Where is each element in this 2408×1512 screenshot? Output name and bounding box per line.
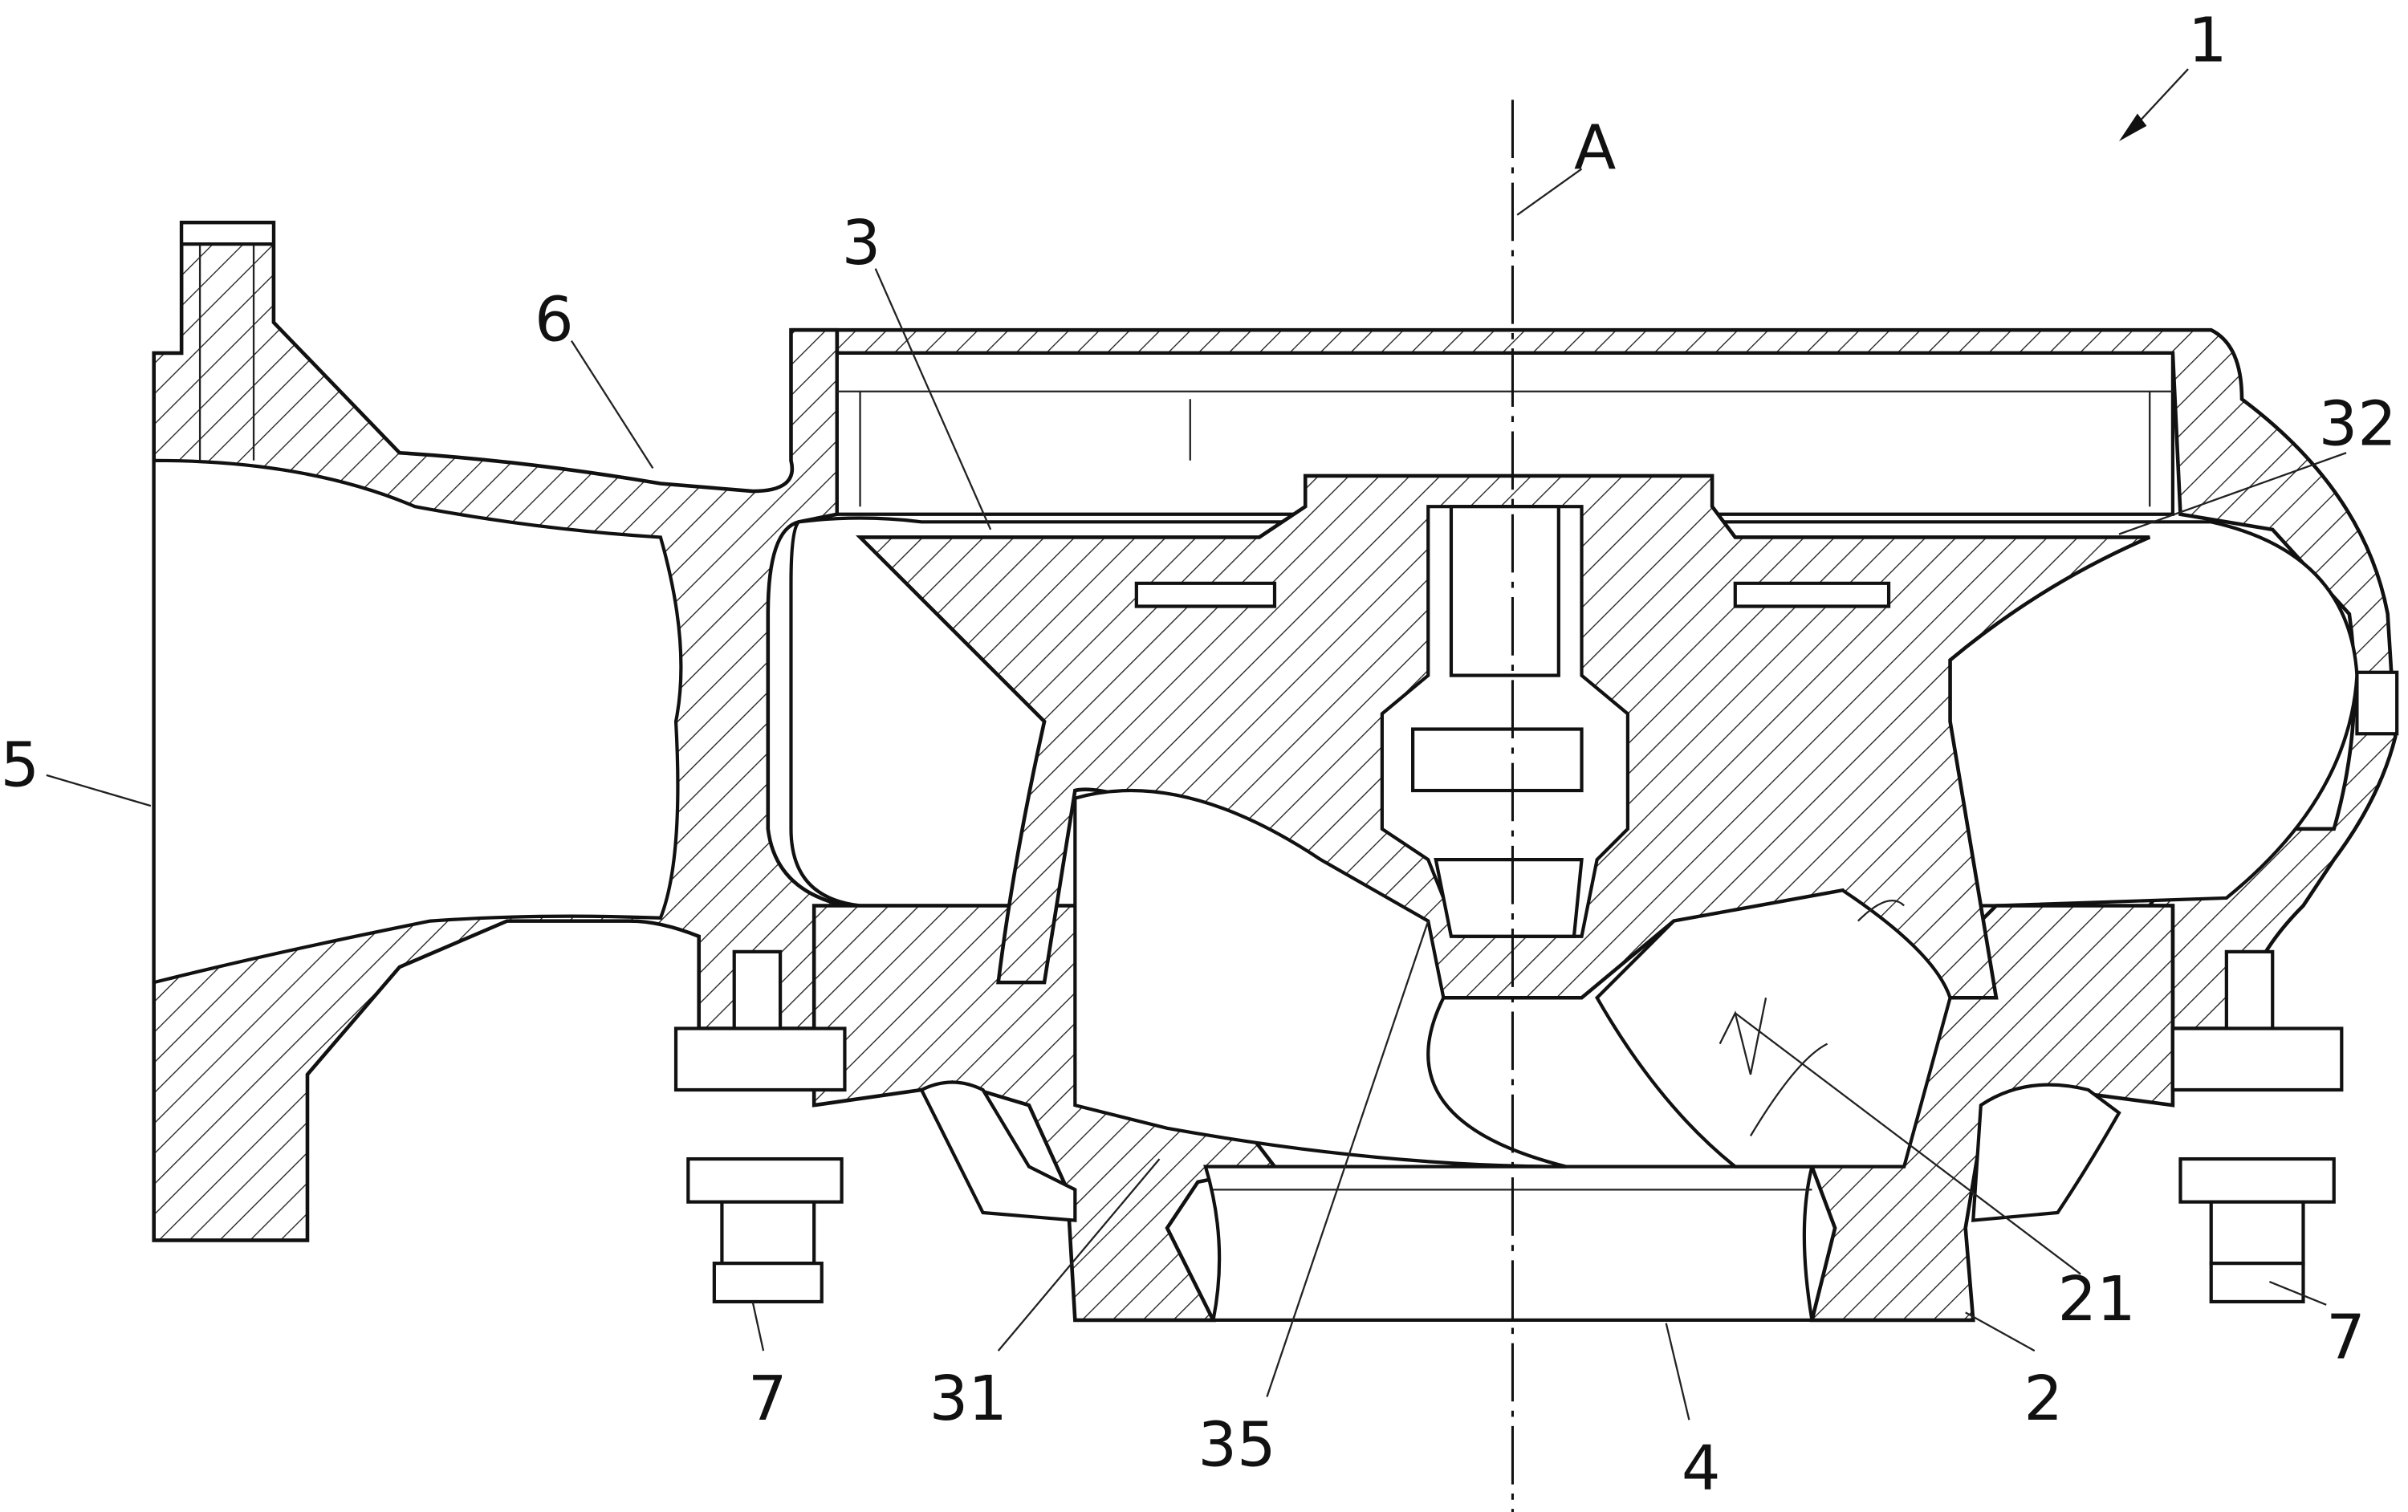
label-casing-ring: 2	[2024, 1364, 2063, 1435]
impeller	[856, 474, 2151, 1169]
label-assembly: 1	[2188, 6, 2227, 77]
label-vane-edge: 32	[2319, 389, 2397, 461]
label-fastener-right: 7	[2326, 1303, 2365, 1374]
label-axis: A	[1574, 112, 1616, 184]
fastener-right	[2170, 949, 2344, 1304]
label-outlet: 6	[535, 285, 574, 356]
label-impeller: 3	[842, 208, 881, 279]
label-hub-edge: 35	[1198, 1410, 1275, 1482]
label-fastener-left: 7	[748, 1364, 787, 1435]
label-blade: 31	[929, 1364, 1007, 1435]
label-seal-gap: 21	[2057, 1264, 2135, 1335]
label-suction-opening: 4	[1682, 1433, 1721, 1504]
fastener-left	[673, 949, 847, 1304]
inlet-nozzle-housing	[152, 221, 847, 1242]
casing-ring	[811, 904, 2175, 1323]
label-inlet-flange: 5	[0, 730, 39, 801]
leader-lines	[46, 68, 2347, 1421]
